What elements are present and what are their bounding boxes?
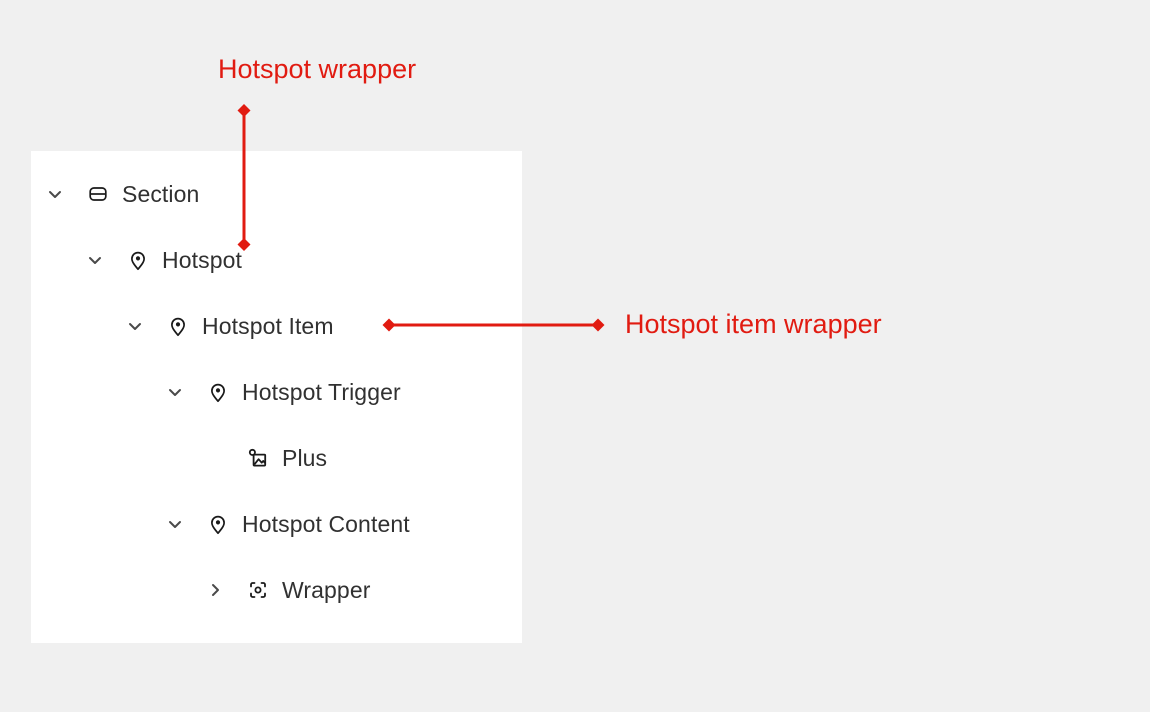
section-icon	[86, 182, 110, 206]
tree-row-label: Section	[122, 180, 200, 207]
chevron-down-icon[interactable]	[43, 182, 67, 206]
tree-row[interactable]: Hotspot Trigger	[163, 372, 401, 412]
annotation-label-hotspot-wrapper: Hotspot wrapper	[218, 54, 417, 84]
tree-row[interactable]: Section	[43, 174, 199, 214]
image-icon	[246, 446, 270, 470]
map-pin-icon	[206, 380, 230, 404]
tree-row[interactable]: Plus	[203, 438, 327, 478]
tree-row-label: Wrapper	[282, 576, 371, 603]
tree-row[interactable]: Wrapper	[203, 570, 370, 610]
tree-row[interactable]: Hotspot Content	[163, 504, 410, 544]
chevron-down-icon[interactable]	[163, 512, 187, 536]
chevron-down-icon[interactable]	[123, 314, 147, 338]
tree-row-label: Hotspot Item	[202, 312, 334, 339]
tree-row-label: Hotspot Content	[242, 510, 410, 537]
map-pin-icon	[206, 512, 230, 536]
chevron-down-icon[interactable]	[83, 248, 107, 272]
tree-row-label: Hotspot	[162, 246, 242, 273]
annotation-label-hotspot-item-wrapper: Hotspot item wrapper	[625, 309, 882, 339]
tree-row-label: Hotspot Trigger	[242, 378, 401, 405]
chevron-down-icon[interactable]	[163, 380, 187, 404]
chevron-right-icon[interactable]	[203, 578, 227, 602]
map-pin-icon	[166, 314, 190, 338]
div-block-icon	[246, 578, 270, 602]
map-pin-icon	[126, 248, 150, 272]
tree-row[interactable]: Hotspot Item	[123, 306, 334, 346]
tree-row-label: Plus	[282, 444, 328, 471]
tree-row[interactable]: Hotspot	[83, 240, 242, 280]
